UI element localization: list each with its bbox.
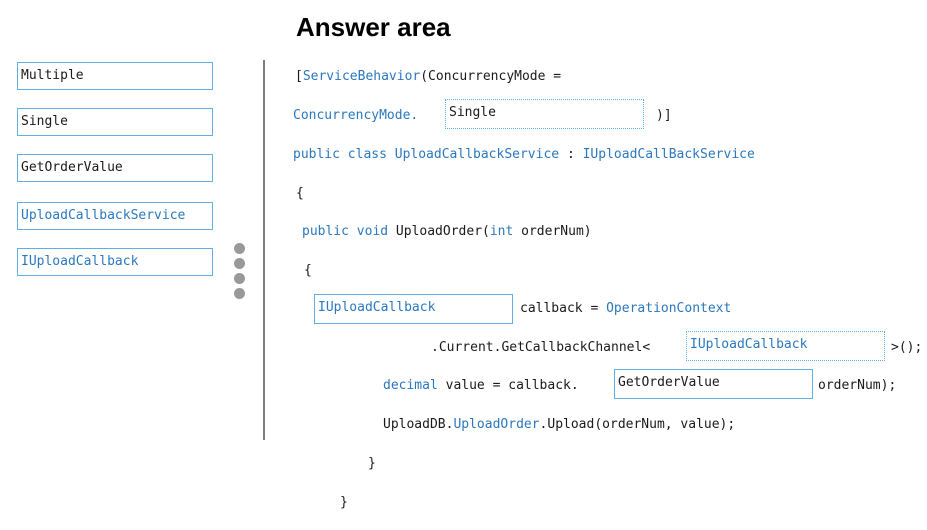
code-token-keyword: public void [302, 224, 389, 239]
code-token: : [566, 147, 575, 162]
code-line-9-prefix: decimal value = callback. [383, 377, 579, 395]
grip-dot [234, 243, 245, 254]
drop-slot-method[interactable]: GetOrderValue [614, 369, 813, 399]
code-token-attribute: ServiceBehavior [302, 69, 421, 84]
drag-item-multiple[interactable]: Multiple [17, 62, 213, 90]
code-token: value = callback. [445, 378, 579, 393]
drag-item-iuploadcallback[interactable]: IUploadCallback [17, 248, 213, 276]
code-token-interface: IUploadCallBackService [582, 147, 755, 162]
code-token-keyword: public class [293, 147, 387, 162]
code-line-2-suffix: )] [656, 108, 672, 123]
code-line-1: [ServiceBehavior(ConcurrencyMode = [295, 68, 561, 86]
code-token-class: UploadOrder [453, 417, 540, 432]
code-token: (ConcurrencyMode = [420, 69, 562, 84]
code-line-8-prefix: .Current.GetCallbackChannel< [431, 340, 651, 355]
code-token: [ [295, 69, 303, 84]
code-line-8-suffix: >(); [891, 340, 923, 355]
grip-dot [234, 258, 245, 269]
code-token: .Upload(orderNum, value); [539, 417, 736, 432]
drag-item-uploadcallbackservice[interactable]: UploadCallbackService [17, 202, 213, 230]
code-line-10: UploadDB.UploadOrder.Upload(orderNum, va… [383, 416, 735, 434]
drag-item-getordervalue[interactable]: GetOrderValue [17, 154, 213, 182]
code-token: orderNum) [521, 224, 592, 239]
code-line-12: } [340, 495, 348, 510]
code-token: UploadOrder( [395, 224, 490, 239]
drag-item-single[interactable]: Single [17, 108, 213, 136]
code-token: UploadDB. [383, 417, 454, 432]
code-line-3: public class UploadCallbackService : IUp… [293, 146, 755, 164]
code-line-7: callback = OperationContext [520, 300, 731, 318]
code-token-keyword: int [489, 224, 514, 239]
code-line-5: public void UploadOrder(int orderNum) [302, 223, 592, 241]
code-token-class: UploadCallbackService [394, 147, 560, 162]
code-token-keyword: decimal [383, 378, 438, 393]
drop-slot-callback-channel-type[interactable]: IUploadCallback [686, 331, 885, 361]
grip-dot [234, 273, 245, 284]
drop-slot-callback-type[interactable]: IUploadCallback [314, 294, 513, 324]
code-line-6: { [304, 263, 312, 278]
code-line-2-prefix: ConcurrencyMode. [293, 108, 419, 123]
grip-dot [234, 288, 245, 299]
drop-slot-concurrency-mode[interactable]: Single [445, 99, 644, 129]
code-token: callback = [520, 301, 599, 316]
code-line-9-suffix: orderNum); [818, 378, 897, 393]
code-token-class: OperationContext [606, 301, 732, 316]
answer-area-title: Answer area [296, 12, 451, 42]
code-line-4: { [296, 186, 304, 201]
code-line-11: } [368, 456, 376, 471]
pane-divider [263, 60, 265, 440]
splitter-grip-icon[interactable] [234, 243, 246, 299]
